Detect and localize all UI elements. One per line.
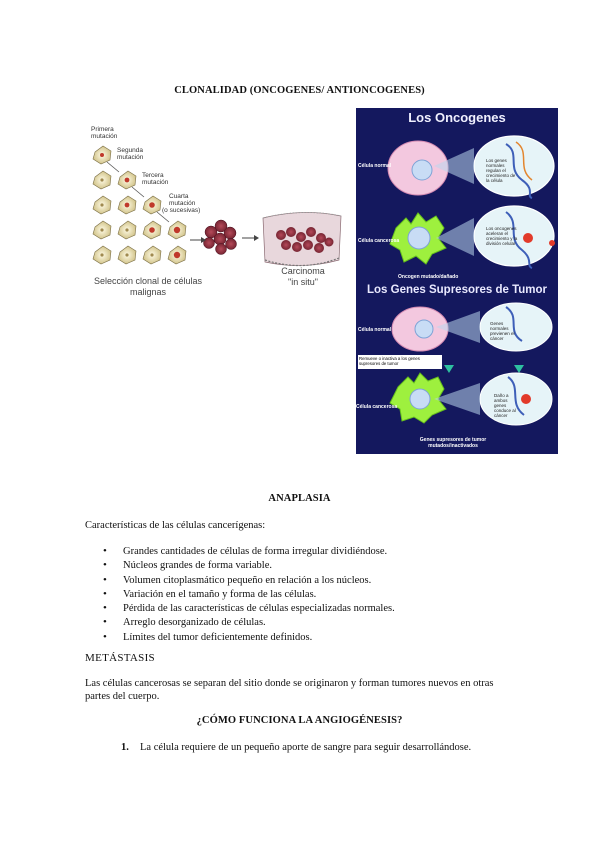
step-text: La célula requiere de un pequeño aporte …: [140, 742, 472, 753]
list-item: Núcleos grandes de forma variable.: [103, 559, 523, 574]
label-cancer-cell-1: Célula cancerosa: [358, 238, 400, 244]
list-item: Arreglo desorganizado de células.: [103, 616, 523, 631]
svg-text:mutación: mutación: [142, 179, 169, 186]
oncogenes-figure: Los Oncogenes Célula normal Los genes no…: [356, 108, 558, 454]
list-item: Volumen citoplasmático pequeño en relaci…: [103, 574, 523, 589]
section-title-clonalidad: CLONALIDAD (ONCOGENES/ ANTIONCOGENES): [174, 85, 425, 96]
list-item: Variación en el tamaño y forma de las cé…: [103, 588, 523, 603]
caption-carcinoma: Carcinoma "in situ": [281, 266, 325, 287]
bubble-text-3: Genes normales previenen el cáncer: [490, 321, 515, 341]
list-item: Pérdida de las características de célula…: [103, 602, 523, 617]
list-item: 1. La célula requiere de un pequeño aport…: [121, 741, 541, 755]
label-cancer-cell-2: Célula cancerosa: [356, 404, 398, 410]
tumor-suppressor-title: Los Genes Supresores de Tumor: [366, 284, 547, 296]
section-title-anaplasia: ANAPLASIA: [268, 493, 331, 504]
step-label-1: Primera: [91, 126, 114, 133]
tumor-suppressor-panel: Los Genes Supresores de Tumor Célula nor…: [356, 283, 558, 454]
clonal-selection-figure: Primera mutación Segunda mutación Tercer…: [83, 120, 348, 305]
label-remove-inactivate: Remueve o inactiva a los genes supresore…: [358, 355, 442, 369]
label-normal-cell-1: Célula normal: [358, 163, 392, 169]
svg-text:mutación: mutación: [169, 200, 196, 207]
step-number: 1.: [121, 742, 129, 753]
step-label-3: Tercera: [142, 172, 164, 179]
oncogenes-illustration: [387, 135, 555, 269]
tumor-suppressor-illustration: [389, 302, 553, 426]
list-item: Grandes cantidades de células de forma i…: [103, 545, 523, 560]
oncogenes-panel: Los Oncogenes Célula normal Los genes no…: [356, 108, 558, 283]
oncogenes-title: Los Oncogenes: [408, 110, 506, 125]
label-suppressor-genes: Genes supresores de tumor mutados/inacti…: [419, 437, 487, 449]
label-mutated-oncogene: Oncogen mutado/dañado: [398, 274, 459, 280]
step-label-2: Segunda: [117, 147, 143, 154]
svg-text:mutación: mutación: [117, 154, 144, 161]
svg-text:mutación: mutación: [91, 133, 118, 140]
label-normal-cell-2: Célula normal: [358, 327, 392, 333]
section-title-angiogenesis: ¿CÓMO FUNCIONA LA ANGIOGÉNESIS?: [196, 715, 403, 726]
svg-text:(o sucesivas): (o sucesivas): [162, 207, 200, 214]
characteristics-list: Grandes cantidades de células de forma i…: [103, 545, 523, 646]
clonal-selection-diagram: Primera mutación Segunda mutación Tercer…: [91, 126, 342, 267]
bubble-text-4: Daño a ambos genes conduce al cáncer: [494, 393, 516, 418]
metastasis-paragraph: Las células cancerosas se separan del si…: [85, 678, 494, 702]
list-item: Límites del tumor deficientemente defini…: [103, 631, 523, 646]
step-label-4: Cuarta: [169, 193, 189, 200]
anaplasia-intro: Características de las células canceríge…: [85, 520, 266, 531]
bubble-text-2: Los oncogenes aceleran el crecimiento y …: [486, 226, 518, 246]
caption-clonal-selection: Selección clonal de células malignas: [93, 276, 203, 297]
angiogenesis-steps: 1. La célula requiere de un pequeño aport…: [121, 741, 541, 755]
section-title-metastasis: METÁSTASIS: [85, 652, 155, 664]
bubble-text-1: Los genes normales regulan el crecimient…: [486, 158, 516, 183]
